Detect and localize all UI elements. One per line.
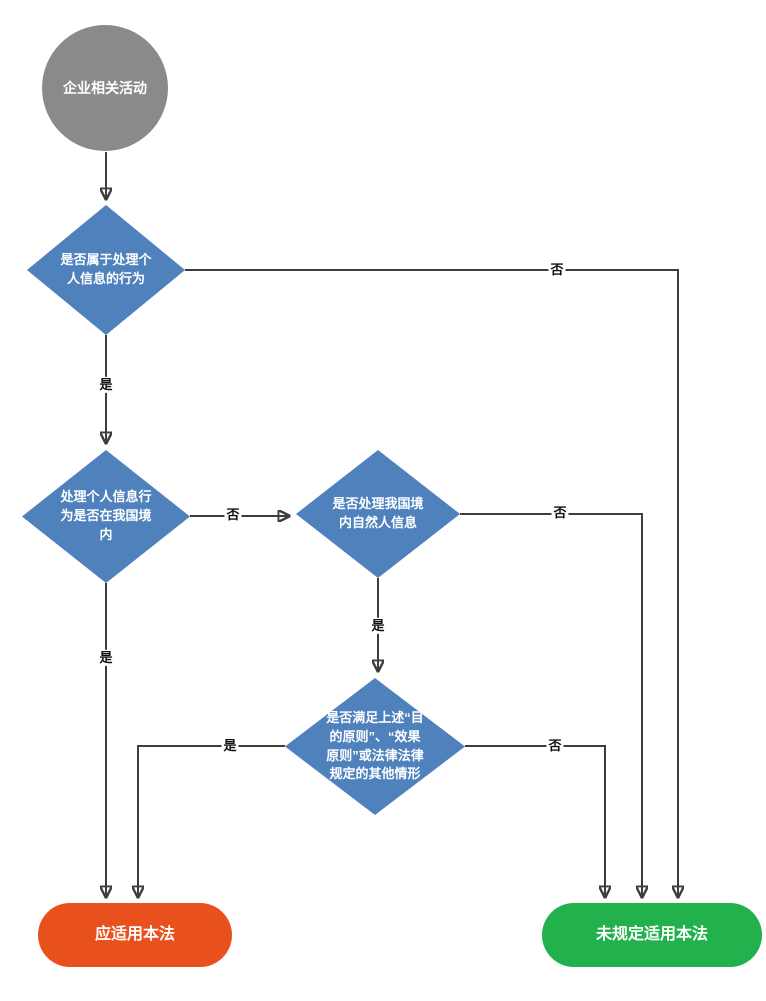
edge-label-d1-yes: 是 [97,376,115,394]
edge-label-d4-no: 否 [546,737,564,755]
start-node: 企业相关活动 [42,25,168,151]
edge-label-d3-yes: 是 [369,617,387,635]
edge-d4-yes-to-apply [138,745,285,897]
terminal-label: 未规定适用本法 [595,926,708,944]
decision-label: 是否满足上述“目 的原则”、“效果 原则”或法律法律 规定的其他情形 [326,709,424,782]
start-node-label: 企业相关活动 [63,79,147,96]
decision-label: 处理个人信息行 为是否在我国境 内 [60,489,152,542]
edge-d1-no-to-not-apply [185,269,678,897]
decision-label: 是否处理我国境 内自然人信息 [332,496,424,530]
edge-label-d2-no: 否 [224,506,242,524]
terminal-law-applies: 应适用本法 [38,903,232,967]
decision-label: 是否属于处理个 人信息的行为 [60,252,152,286]
terminal-law-not-stipulated: 未规定适用本法 [542,903,762,967]
edge-d3-no-to-not-apply [460,513,642,897]
edge-d4-no-to-not-apply [465,745,605,897]
edge-label-d2-yes: 是 [97,649,115,667]
edge-label-d3-no: 否 [551,504,569,522]
terminal-label: 应适用本法 [94,926,175,944]
edge-label-d1-no: 否 [548,261,566,279]
edge-label-d4-yes: 是 [221,737,239,755]
